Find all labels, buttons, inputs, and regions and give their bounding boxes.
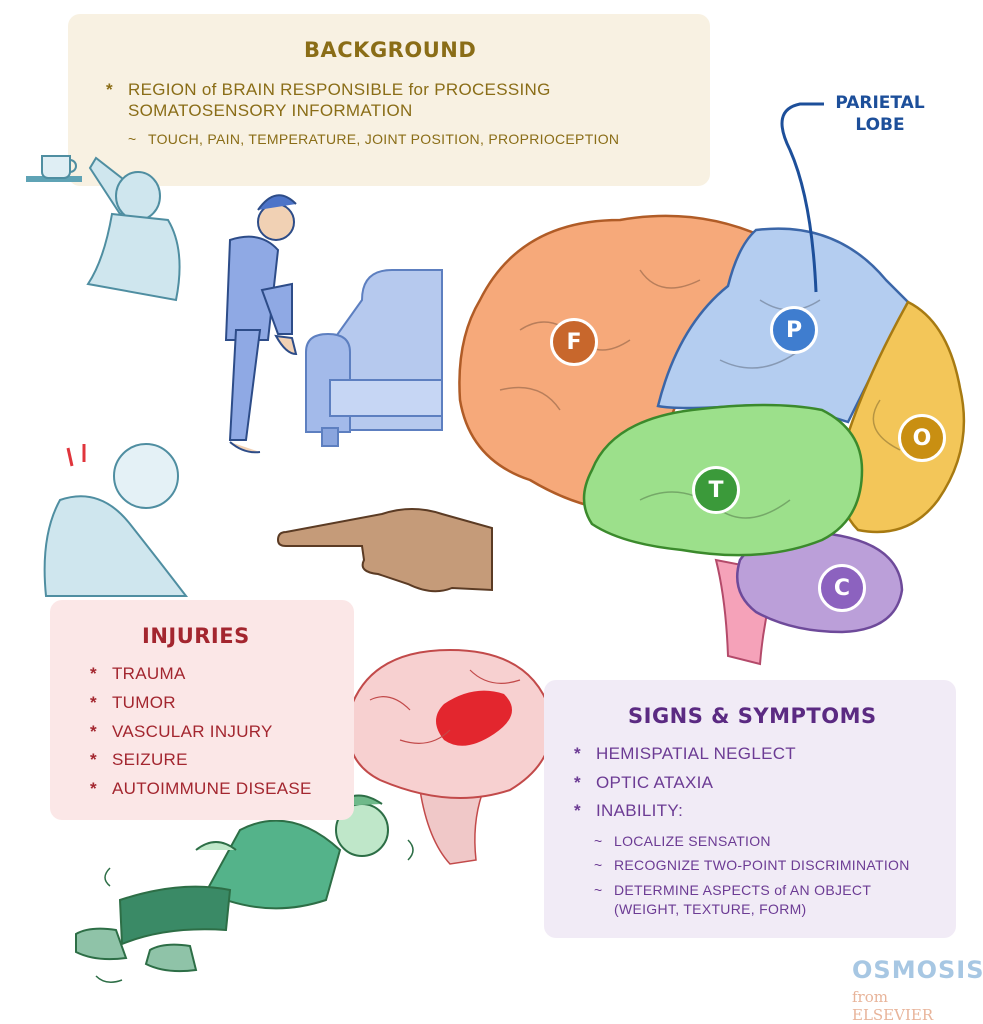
tilde-icon: ~: [594, 833, 603, 849]
pointing-hand-icon: [276, 508, 493, 593]
seizure-person-icon: [75, 794, 414, 983]
tilde-icon: ~: [594, 882, 603, 898]
background-title: BACKGROUND: [304, 38, 477, 62]
parietal-lobe-marker: P: [770, 306, 818, 354]
list-item: *AUTOIMMUNE DISEASE: [90, 779, 312, 798]
reaching-person-icon: [86, 156, 181, 302]
list-item: *OPTIC ATAXIA: [574, 773, 714, 792]
list-item: *TRAUMA: [90, 664, 186, 683]
list-item: *INABILITY:: [574, 801, 684, 820]
tilde-icon: ~: [594, 857, 603, 873]
tilde-icon: ~: [128, 131, 137, 147]
background-bullet-cont: SOMATOSENSORY INFORMATION: [128, 101, 413, 120]
injuries-title: INJURIES: [142, 624, 250, 648]
list-item: *SEIZURE: [90, 750, 188, 769]
sub-list-item: ~LOCALIZE SENSATION: [594, 833, 771, 849]
asterisk-icon: *: [90, 750, 97, 769]
temporal-lobe-marker: T: [692, 466, 740, 514]
cerebellum-marker: C: [818, 564, 866, 612]
asterisk-icon: *: [90, 693, 97, 712]
osmosis-logo: OSMOSIS from ELSEVIER: [852, 956, 983, 1024]
lesioned-brain-icon: [347, 648, 553, 865]
signs-symptoms-title: SIGNS & SYMPTOMS: [628, 704, 877, 728]
brain-diagram: [458, 102, 966, 666]
list-item: *VASCULAR INJURY: [90, 722, 273, 741]
asterisk-icon: *: [574, 801, 581, 820]
frontal-lobe-marker: F: [550, 318, 598, 366]
asterisk-icon: *: [90, 779, 97, 798]
occipital-lobe-marker: O: [898, 414, 946, 462]
parietal-lobe-label: PARIETAL LOBE: [835, 93, 925, 135]
asterisk-icon: *: [574, 773, 581, 792]
alarmed-person-icon: [43, 443, 189, 597]
list-item: *TUMOR: [90, 693, 176, 712]
cup-icon: [26, 155, 82, 182]
background-bullet: *REGION of BRAIN RESPONSIBLE for PROCESS…: [106, 80, 551, 99]
list-item: *HEMISPATIAL NEGLECT: [574, 744, 796, 763]
background-panel: [68, 14, 710, 186]
armchair-icon: [305, 269, 443, 447]
background-sub: ~TOUCH, PAIN, TEMPERATURE, JOINT POSITIO…: [128, 131, 620, 147]
sub-list-item: ~RECOGNIZE TWO-POINT DISCRIMINATION: [594, 857, 910, 873]
signs-symptoms-panel: [544, 680, 956, 938]
sub-list-item-cont: (WEIGHT, TEXTURE, FORM): [614, 901, 807, 917]
injuries-panel: [50, 600, 354, 820]
man-holding-foot-icon: [224, 194, 298, 454]
sub-list-item: ~DETERMINE ASPECTS of AN OBJECT: [594, 882, 872, 898]
asterisk-icon: *: [106, 80, 113, 99]
asterisk-icon: *: [90, 722, 97, 741]
asterisk-icon: *: [574, 744, 581, 763]
asterisk-icon: *: [90, 664, 97, 683]
